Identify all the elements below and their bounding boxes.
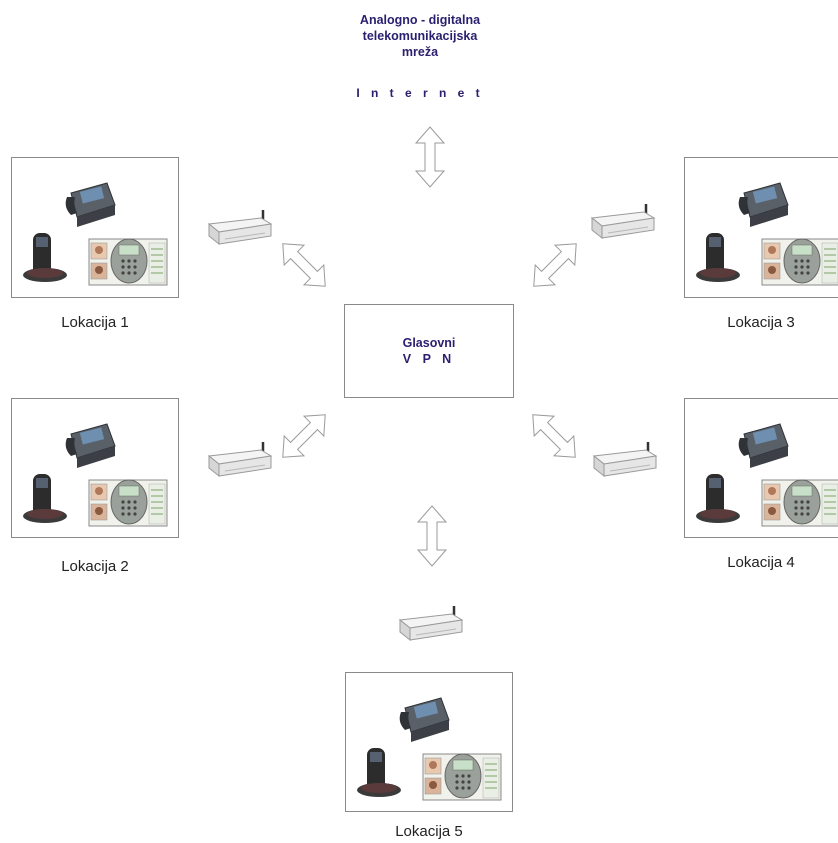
router-loc4-icon (592, 440, 658, 478)
network-title-line3: mreža (401, 45, 439, 59)
network-title-line2: telekomunikacijska (362, 29, 478, 43)
router-loc5-icon (398, 604, 464, 642)
bottom-arrow-icon (417, 505, 447, 567)
location-label-1: Lokacija 1 (61, 314, 129, 331)
vpn-box: Glasovni V P N (344, 304, 514, 398)
location-label-2: Lokacija 2 (61, 558, 129, 575)
network-title-line1: Analogno - digitalna (359, 13, 481, 27)
vpn-line1: Glasovni (402, 336, 456, 350)
arrow-loc1-icon (272, 233, 336, 297)
arrow-loc3-icon (523, 233, 587, 297)
location-box-2 (11, 398, 179, 538)
location-label-4: Lokacija 4 (727, 554, 795, 571)
location-box-1 (11, 157, 179, 298)
location-box-5 (345, 672, 513, 812)
network-title: Analogno - digitalna telekomunikacijska … (270, 12, 570, 60)
internet-arrow-icon (415, 126, 445, 188)
router-loc2-icon (207, 440, 273, 478)
internet-label: I n t e r n e t (356, 86, 484, 100)
arrow-loc2-icon (272, 404, 336, 468)
arrow-loc4-icon (522, 404, 586, 468)
vpn-line2: V P N (402, 352, 456, 366)
router-loc1-icon (207, 208, 273, 246)
location-label-5: Lokacija 5 (395, 823, 463, 840)
location-box-3 (684, 157, 838, 298)
router-loc3-icon (590, 202, 656, 240)
location-label-3: Lokacija 3 (727, 314, 795, 331)
location-box-4 (684, 398, 838, 538)
